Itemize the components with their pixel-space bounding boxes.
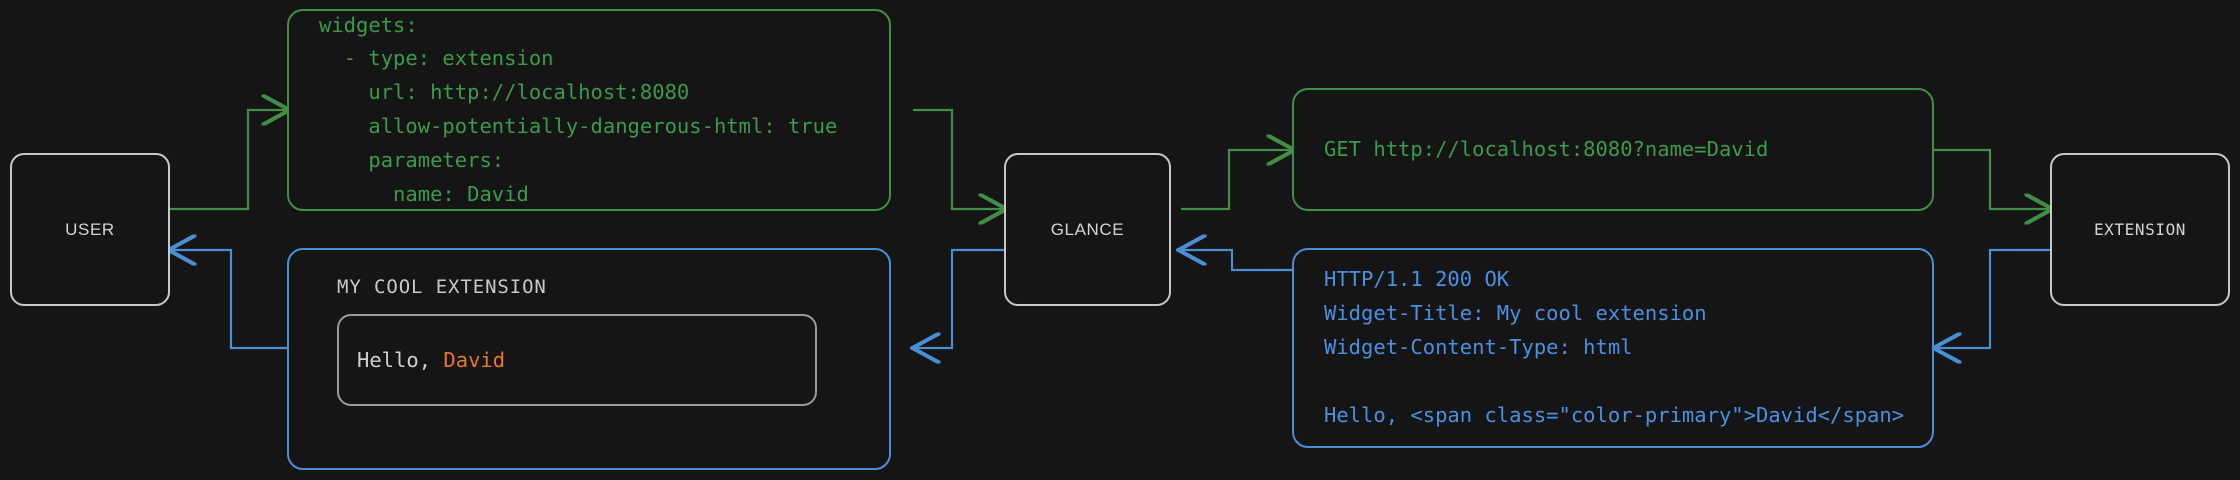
wire-widget-to-user [171,250,287,350]
http-response-box: HTTP/1.1 200 OK Widget-Title: My cool ex… [1292,248,1934,448]
wire-extension-to-response [1936,248,2050,348]
actor-user-label: USER [65,219,115,239]
wire-config-to-glance [913,108,1004,209]
wire-request-to-extension [1934,148,2050,209]
wire-glance-to-widget [915,248,1004,348]
widget-body: Hello, David [337,314,817,406]
actor-extension-label: EXTENSION [2093,220,2187,239]
config-yaml-box: widgets: - type: extension url: http://l… [287,9,891,211]
http-response-code: HTTP/1.1 200 OK Widget-Title: My cool ex… [1324,267,1905,427]
actor-glance[interactable]: GLANCE [1004,153,1171,306]
http-request-box: GET http://localhost:8080?name=David [1292,88,1934,211]
widget-body-text: Hello, [357,348,444,372]
wire-response-to-glance [1181,250,1292,272]
actor-extension[interactable]: EXTENSION [2050,153,2230,306]
rendered-widget-box: MY COOL EXTENSION Hello, David [287,248,891,470]
widget-body-accent: David [443,348,506,372]
http-request-code: GET http://localhost:8080?name=David [1324,136,1769,161]
wire-user-to-config [170,110,287,211]
widget-title: MY COOL EXTENSION [337,276,547,298]
config-yaml-code: widgets: - type: extension url: http://l… [319,12,838,206]
wire-glance-to-request [1181,150,1292,211]
actor-user[interactable]: USER [10,153,170,306]
actor-glance-label: GLANCE [1050,219,1125,239]
